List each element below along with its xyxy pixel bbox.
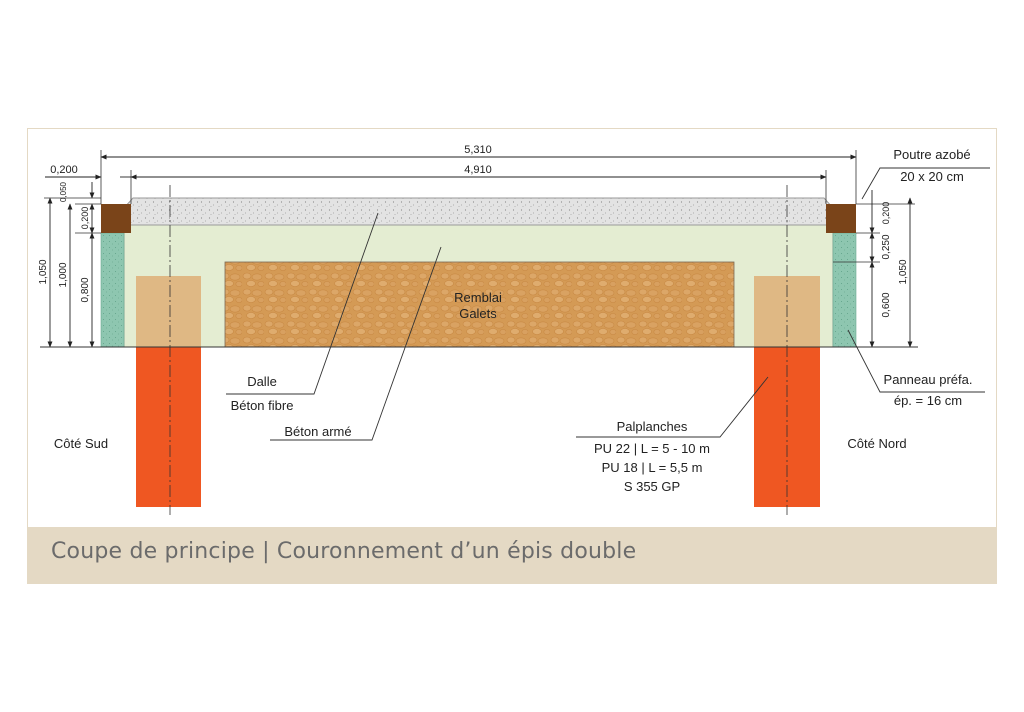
dim-right-beam-label: 0,200 xyxy=(881,202,891,225)
dim-inner-width-label: 4,910 xyxy=(464,164,492,176)
pebble-fill xyxy=(224,261,735,348)
dim-right-total-label: 1,050 xyxy=(898,259,909,284)
azobe-beam-south xyxy=(101,204,131,233)
precast-panel-south xyxy=(100,232,125,348)
beam-title-label: Poutre azobé xyxy=(893,147,970,162)
dim-right-panel-label: 0,600 xyxy=(881,292,892,317)
dim-total-width-label: 5,310 xyxy=(464,144,492,156)
dim-beam-width-label: 0,200 xyxy=(50,164,78,176)
caption-band: Coupe de principe | Couronnement d’un ép… xyxy=(27,527,997,584)
fill-label-1: Remblai xyxy=(454,290,502,305)
slab-label-2: Béton fibre xyxy=(231,398,294,413)
panel-thickness-label: ép. = 16 cm xyxy=(894,393,962,408)
dim-left-panel-label: 0,800 xyxy=(80,277,91,302)
dim-left-total-label: 1,050 xyxy=(38,259,49,284)
dim-left-inner-label: 1,000 xyxy=(58,262,69,287)
piles-line1-label: PU 22 | L = 5 - 10 m xyxy=(594,441,710,456)
dim-left-top-label: 0,050 xyxy=(59,181,68,202)
dim-right-slab-label: 0,250 xyxy=(881,234,892,259)
panel-title-label: Panneau préfa. xyxy=(884,372,973,387)
azobe-beam-north xyxy=(826,204,856,233)
diagram-caption: Coupe de principe | Couronnement d’un ép… xyxy=(51,539,637,564)
fibre-concrete-slab xyxy=(123,197,834,226)
fill-label-2: Galets xyxy=(459,306,497,321)
south-side-label: Côté Sud xyxy=(54,436,108,451)
piles-title-label: Palplanches xyxy=(617,419,688,434)
precast-panel-north xyxy=(832,232,857,348)
piles-line3-label: S 355 GP xyxy=(624,479,680,494)
pile-cap-south xyxy=(136,276,201,347)
piles-line2-label: PU 18 | L = 5,5 m xyxy=(602,460,703,475)
beam-size-label: 20 x 20 cm xyxy=(900,169,964,184)
north-side-label: Côté Nord xyxy=(847,436,906,451)
slab-label-1: Dalle xyxy=(247,374,277,389)
dim-left-beam-label: 0,200 xyxy=(80,207,90,230)
sheet-pile-south xyxy=(136,347,201,507)
concrete-label: Béton armé xyxy=(284,424,351,439)
